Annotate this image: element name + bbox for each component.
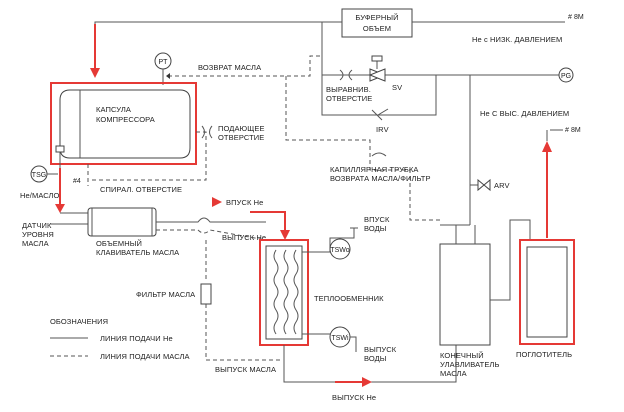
- oil-filter: [200, 283, 212, 305]
- he-inlet-highlight: [250, 211, 286, 232]
- oil-level-label-1: ДАТЧИК: [22, 221, 52, 230]
- oil-return-arrowhead: [166, 73, 170, 79]
- arv-label: ARV: [494, 181, 510, 190]
- num4-label: #4: [73, 178, 81, 185]
- separator-to-adsorber: [490, 219, 531, 301]
- pg-gauge: [558, 67, 574, 83]
- he-outlet-label: ВЫПУСК Не: [222, 233, 266, 242]
- adsorber-out-arrow: [542, 141, 552, 152]
- he-return-arrow: [90, 68, 100, 78]
- he-oil-out-arrow: [55, 204, 65, 213]
- tswo-sensor: [329, 238, 351, 260]
- tsg-label: TSG: [32, 172, 46, 179]
- coil-1: [273, 249, 279, 335]
- arv-valve-2: [483, 178, 491, 192]
- final-separator-label-2: УЛАВЛИВАТЕЛЬ: [440, 360, 499, 369]
- pg-label: PG: [561, 73, 571, 80]
- compressor-highlight: [50, 82, 197, 165]
- water-inlet-label-2: ВОДЫ: [364, 224, 387, 233]
- port-8m-top: 8M: [574, 14, 584, 21]
- spiral-hole-label: СПИРАЛ. ОТВЕРСТИЕ: [100, 185, 182, 194]
- irv-symbol: [371, 108, 389, 121]
- port-8m-top-hash: #: [568, 14, 572, 21]
- he-inlet-arrow: [280, 230, 290, 240]
- capillary-label-1: КАПИЛЛЯРНАЯ ТРУБКА: [330, 165, 419, 174]
- coil-3: [293, 249, 299, 335]
- sv-valve-right: [368, 68, 386, 82]
- heat-exchanger-label: ТЕПЛООБМЕННИК: [314, 294, 384, 303]
- water-outlet-label-2: ВОДЫ: [364, 354, 387, 363]
- pt-label: PT: [159, 59, 169, 66]
- he-outlet-bottom-arrow: [362, 377, 372, 387]
- he-to-heat-exchanger: [156, 217, 266, 223]
- he-inlet-small-arrow: [212, 197, 222, 207]
- adsorber-highlight: [519, 239, 575, 345]
- final-separator-label-1: КОНЕЧНЫЙ: [440, 351, 484, 360]
- tswo-label: TSWo: [330, 247, 349, 254]
- equalizing-hole-label-2: ОТВЕРСТИЕ: [326, 94, 372, 103]
- water-inlet-label-1: ВПУСК: [364, 215, 390, 224]
- equalizing-loop: [321, 22, 437, 116]
- adsorber-body: [526, 246, 568, 338]
- legend-title: ОБОЗНАЧЕНИЯ: [50, 317, 108, 326]
- low-pressure-label: Не с НИЗК. ДАВЛЕНИЕМ: [472, 35, 562, 44]
- sv-actuator: [371, 55, 383, 62]
- high-pressure-label: Не С ВЫС. ДАВЛЕНИЕМ: [480, 109, 569, 118]
- final-separator-ports: [455, 225, 476, 244]
- final-separator-label-3: МАСЛА: [440, 369, 467, 378]
- oil-separator-label-2: КЛАВИВАТЕЛЬ МАСЛА: [96, 248, 179, 257]
- capillary-label-2: ВОЗВРАТА МАСЛА/ФИЛЬТР: [330, 174, 431, 183]
- he-oil-label: Не/МАСЛО: [20, 191, 60, 200]
- oil-filter-line-bottom: [205, 304, 280, 361]
- compressor-label-2: КОМПРЕССОРА: [96, 115, 155, 124]
- port-8m-right-hash: #: [565, 127, 569, 134]
- compressor-label-1: КАПСУЛА: [96, 105, 131, 114]
- port-8m-right: 8M: [571, 127, 581, 134]
- oil-separator-label-1: ОБЪЕМНЫЙ: [96, 239, 142, 248]
- tswi-label: TSWi: [331, 335, 349, 342]
- water-out-line: [302, 333, 357, 352]
- he-line-top: [94, 21, 342, 60]
- oil-filter-label: ФИЛЬТР МАСЛА: [136, 290, 195, 299]
- legend-he-label: ЛИНИЯ ПОДАЧИ Не: [100, 334, 173, 343]
- oil-outlet-label: ВЫПУСК МАСЛА: [215, 365, 276, 374]
- water-outlet-label-1: ВЫПУСК: [364, 345, 397, 354]
- separator-bands: [91, 208, 153, 236]
- sv-label: SV: [392, 83, 402, 92]
- oil-level-label-2: УРОВНЯ: [22, 230, 54, 239]
- oil-return-line: [168, 55, 322, 77]
- equalizing-hole-symbol: [339, 69, 353, 81]
- he-outlet-bottom-label: ВЫПУСК Не: [332, 393, 376, 402]
- arv-valve: [477, 178, 485, 192]
- coil-2: [283, 249, 289, 335]
- final-separator: [439, 243, 491, 346]
- oil-level-label-3: МАСЛА: [22, 239, 49, 248]
- irv-label: IRV: [376, 125, 389, 134]
- he-inlet-label: ВПУСК Не: [226, 198, 263, 207]
- compressor-drain-cap: [55, 145, 65, 153]
- volumetric-separator: [87, 207, 157, 237]
- oil-supply-line: [90, 131, 207, 181]
- return-oil-label: ВОЗВРАТ МАСЛА: [198, 63, 261, 72]
- oil-to-heat-exchanger: [156, 229, 267, 241]
- buffer-volume-box: [341, 8, 413, 38]
- compressor-capsule: [59, 89, 191, 159]
- capillary-symbol: [371, 152, 387, 157]
- equalizing-hole-label-1: ВЫРАВНИВ.: [326, 85, 371, 94]
- legend-oil-label: ЛИНИЯ ПОДАЧИ МАСЛА: [100, 352, 190, 361]
- buffer-volume-label-2: ОБЪЕМ: [363, 24, 391, 33]
- supply-hole-label-2: ОТВЕРСТИЕ: [218, 133, 264, 142]
- supply-hole-label-1: ПОДАЮЩЕЕ: [218, 124, 265, 133]
- capillary-line: [285, 76, 440, 221]
- adsorber-label: ПОГЛОТИТЕЛЬ: [516, 350, 572, 359]
- buffer-volume-label-1: БУФЕРНЫЙ: [355, 13, 398, 22]
- water-in-line: [302, 228, 355, 253]
